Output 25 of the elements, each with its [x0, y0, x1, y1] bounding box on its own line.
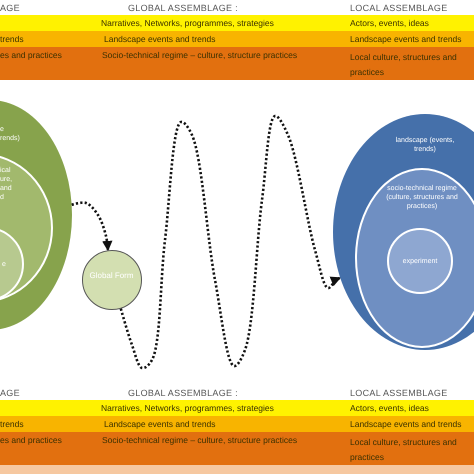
table-cell-text: es and practices — [0, 435, 62, 445]
table-cell-text: Landscape events and trends — [350, 419, 462, 429]
table-cell-text: Landscape events and trends — [350, 34, 462, 44]
table-cell-text: Narratives, Networks, programmes, strategies — [101, 18, 274, 28]
table-cell-text: Local culture, structures and practices — [350, 51, 458, 79]
table-cell-text: Narratives, Networks, programmes, strategies — [101, 403, 274, 413]
dotted-arrow — [120, 114, 342, 370]
dotted-arrow — [71, 201, 112, 252]
column-header: AGE — [0, 3, 20, 13]
column-header: LOCAL ASSEMBLAGE — [350, 388, 448, 398]
table-cell-text: Local culture, structures and practices — [350, 436, 458, 464]
table-cell-text: Landscape events and trends — [104, 419, 216, 429]
table-cell-text: Actors, events, ideas — [350, 18, 429, 28]
column-header: GLOBAL ASSEMBLAGE : — [128, 388, 238, 398]
table-cell-text: Socio-technical regime – culture, structure practices — [102, 435, 298, 445]
table-cell-text: Socio-technical regime – culture, structure practices — [102, 50, 298, 60]
column-header: GLOBAL ASSEMBLAGE : — [128, 3, 238, 13]
table-cell-text: es and practices — [0, 50, 62, 60]
column-header: LOCAL ASSEMBLAGE — [350, 3, 448, 13]
table-cell-text: Landscape events and trends — [104, 34, 216, 44]
table-cell-text: trends — [0, 419, 24, 429]
column-header: AGE — [0, 388, 20, 398]
table-cell-text: trends — [0, 34, 24, 44]
table-cell-text: Actors, events, ideas — [350, 403, 429, 413]
node-label: Global Form — [90, 270, 134, 280]
